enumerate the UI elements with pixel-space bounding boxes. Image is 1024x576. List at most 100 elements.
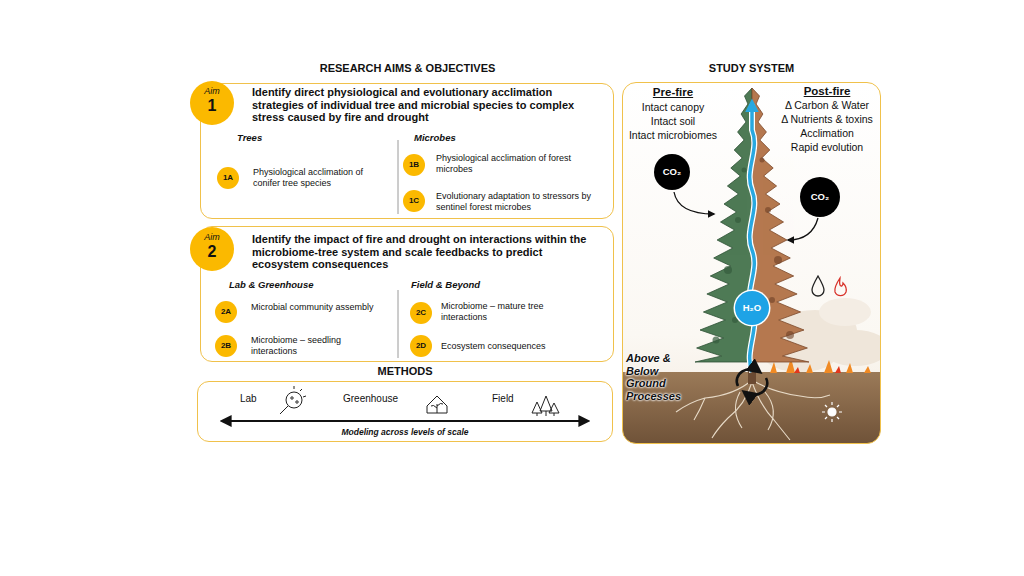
crown-texture-green-part [732, 317, 738, 323]
objective-text: Ecosystem consequences [441, 341, 606, 352]
effect-text: Δ Nutrients & toxins [774, 113, 880, 126]
microbe-sun-icon-part [831, 419, 832, 422]
crown-texture-part [774, 256, 782, 264]
microbe-sun-icon-part [825, 417, 827, 419]
aim-word: Aim [190, 86, 234, 96]
objective-circle: 2DEcosystem consequences [410, 335, 432, 357]
section-title: RESEARCH AIMS & OBJECTIVES [250, 62, 565, 75]
objective-text: Physiological acclimation of forest micr… [436, 153, 608, 175]
forest-icon [532, 396, 559, 416]
group-label: Trees [237, 132, 262, 143]
lab-icon-part [280, 406, 288, 414]
molecule-label: CO₂ [800, 177, 840, 217]
co2-uptake-arrows [674, 192, 818, 240]
forest-icon-part [549, 403, 559, 416]
microbe-sun-icon-part [822, 411, 825, 412]
greenhouse-icon [427, 396, 447, 413]
microbe-sun-icon-part [828, 408, 836, 416]
drought-fire-icons-part [812, 276, 824, 296]
method-label: Greenhouse [343, 393, 409, 405]
cycle-arrows-part [744, 378, 767, 395]
crown-texture-part [765, 207, 771, 213]
co2-circle: CO₂ [800, 177, 840, 217]
group-label: Field & Beyond [411, 279, 480, 290]
state-text: Intact canopy [623, 101, 723, 114]
study-system-panel: CO₂CO₂H₂OSTUDY SYSTEMPre-fireIntact cano… [622, 82, 881, 444]
microbe-sun-icon [822, 402, 842, 422]
objective-circle: 1CEvolutionary adaptation to stressors b… [403, 190, 425, 212]
h2o-circle: H₂O [735, 291, 769, 325]
group-label: Microbes [414, 132, 456, 143]
methods-panel: METHODSLabGreenhouseFieldModeling across… [197, 381, 613, 442]
objective-id: 2D [410, 335, 432, 357]
objective-id: 2C [410, 302, 432, 324]
aim-heading: Identify the impact of fire and drought … [252, 233, 599, 271]
objective-text: Microbiome – seedling interactions [251, 335, 371, 357]
molecule-label: H₂O [735, 291, 769, 325]
state-text: Intact microbiomes [623, 129, 723, 142]
molecule-label: CO₂ [654, 154, 690, 190]
microbe-sun-icon-part [831, 402, 832, 405]
effect-text: Acclimation [774, 127, 880, 140]
smoke-part [819, 298, 871, 326]
crown-texture-green-part [724, 266, 732, 274]
roots-part [735, 392, 742, 428]
process-label: Above & Below Ground Processes [626, 352, 688, 402]
greenhouse-icon-part [427, 396, 447, 413]
aim-number: 2 [190, 243, 234, 261]
ground-fire-part [794, 367, 800, 373]
lab-icon-part [294, 386, 295, 389]
cycle-arrows-part [737, 369, 760, 386]
aim-panel: Aim11APhysiological acclimation of conif… [200, 83, 614, 219]
aim-badge: Aim1 [190, 81, 234, 125]
ground-fire-part [846, 363, 853, 373]
crown-texture-part [786, 331, 794, 339]
lab-icon-part [286, 392, 302, 408]
roots-part [712, 382, 752, 438]
water-flow-halo [750, 104, 755, 372]
scale-arrow [222, 421, 588, 422]
co2-uptake-arrows-part [674, 192, 714, 214]
objective-text: Microbiome – mature tree interactions [441, 301, 566, 323]
roots-part [765, 392, 773, 430]
objective-circle: 2CMicrobiome – mature tree interactions [410, 302, 432, 324]
co2-circle: CO₂ [654, 154, 690, 190]
section-title: STUDY SYSTEM [622, 62, 881, 75]
ground-fire-part [806, 364, 813, 373]
drought-fire-icons-part [835, 278, 847, 296]
roots-part [752, 382, 790, 440]
lab-icon-part [303, 396, 306, 397]
aim-word: Aim [190, 232, 234, 242]
ground-fire-part [770, 362, 777, 373]
roots [676, 380, 830, 440]
objective-text: Physiological acclimation of conifer tre… [253, 167, 385, 189]
microbe-sun-icon-part [839, 411, 842, 412]
aim-panel: Aim22AMicrobial community assembly2BMicr… [200, 226, 614, 362]
lab-icon [280, 386, 306, 414]
crown-texture-green-part [735, 217, 741, 223]
objective-circle: 1APhysiological acclimation of conifer t… [217, 167, 239, 189]
objective-dividers-part [398, 290, 399, 358]
objective-text: Microbial community assembly [251, 302, 386, 313]
objective-id: 1A [217, 167, 239, 189]
method-label: Lab [240, 393, 274, 405]
effect-text: Δ Carbon & Water [774, 99, 880, 112]
study-illustration-part [623, 83, 881, 444]
scale-caption: Modeling across levels of scale [197, 427, 613, 437]
effect-text: Rapid evolution [774, 141, 880, 154]
aim-number: 1 [190, 97, 234, 115]
objective-circle: 2BMicrobiome – seedling interactions [215, 335, 237, 357]
ground-fire-part [824, 360, 833, 373]
aim-heading: Identify direct physiological and evolut… [252, 86, 604, 124]
objective-circle: 2AMicrobial community assembly [215, 301, 237, 323]
ground-fire-part [864, 366, 871, 373]
ground-fire-part [835, 366, 841, 373]
objective-circle: 1BPhysiological acclimation of forest mi… [403, 154, 425, 176]
state-text: Intact soil [623, 115, 723, 128]
phase-title: Post-fire [774, 85, 880, 98]
scale-arrow-part [222, 420, 588, 422]
lab-icon-part [291, 397, 293, 399]
roots-part [694, 398, 705, 420]
objective-id: 2B [215, 335, 237, 357]
lab-icon-part [296, 401, 298, 403]
